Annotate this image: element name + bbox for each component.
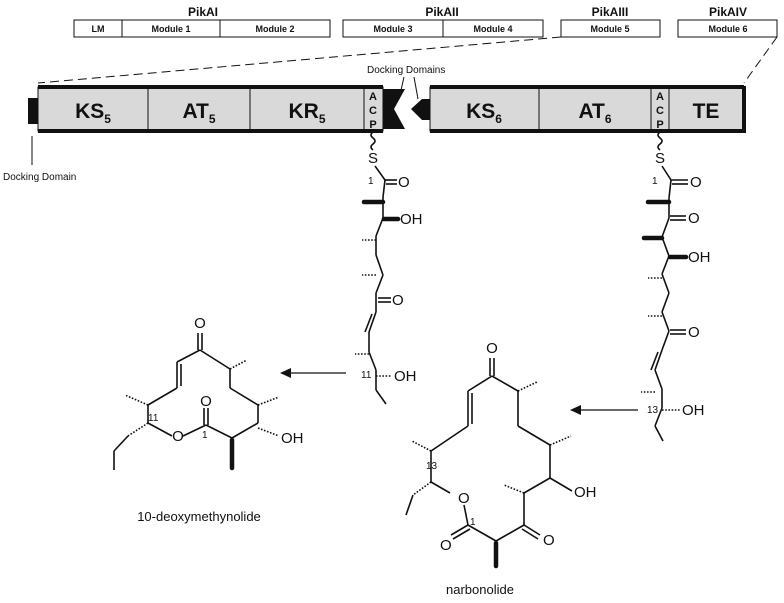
phosphopantetheine-link [370,131,376,151]
carbonyl-oxygen-c1-6: O [690,174,702,191]
docking-domains-label: Docking Domains [367,65,445,76]
gene-cell-module-6: Module 6 [708,24,747,34]
ketone-oxygen-dml: O [194,315,206,332]
svg-text:P: P [656,119,663,131]
domain-acp6: A C P [656,91,664,131]
zoom-line-module-6 [743,36,778,84]
gene-title-pikaii: PikAII [425,5,458,19]
gene-cell-module-1: Module 1 [151,24,190,34]
carbonyl-oxygen-c1: O [398,174,410,191]
gene-cell-module-4: Module 4 [473,24,512,34]
gene-title-pikaiii: PikAIII [592,5,629,19]
ketone-oxygen-m6-b: O [688,324,700,341]
lactone-carbonyl-oxygen-narb: O [440,537,452,554]
svg-text:P: P [369,119,376,131]
domain-te: TE [693,100,720,123]
gene-cell-module-5: Module 5 [590,24,629,34]
svg-text:C: C [369,105,377,117]
ring-oxygen-dml: O [172,428,184,445]
molecule-10-deoxymethynolide: O OH O 1 O 11 10-deoxymethynolide [113,315,304,524]
thioester-sulfur: S [368,150,378,167]
carbon-1-label-narb: 1 [470,517,476,528]
domain-kr5: KR5 [288,100,325,126]
hydroxyl-narb: OH [574,484,597,501]
n-terminal-docking-domain-6 [411,99,432,120]
ketone-oxygen-narb-b: O [543,532,555,549]
carbon-1-label-m6: 1 [652,176,658,187]
gene-cell-module-3: Module 3 [373,24,412,34]
hydroxyl-m5-a: OH [400,211,423,228]
c-terminal-docking-domain-5 [383,89,405,129]
domain-ks5: KS5 [75,100,111,126]
hydroxyl-m6-a: OH [688,249,711,266]
carbon-11-label-dml: 11 [148,413,159,424]
gene-header-pikaii: PikAII Module 3 Module 4 [342,5,544,38]
domain-acp5: A C P [369,91,377,131]
lactone-carbonyl-oxygen-dml: O [200,393,212,410]
product-name-left: 10-deoxymethynolide [137,509,261,524]
module-6-domains: KS6 AT6 A C P TE [411,85,746,133]
carbon-1-label-dml: 1 [202,430,208,441]
product-name-right: narbonolide [446,582,514,597]
ketone-oxygen-narb: O [486,340,498,357]
gene-header-pikaiii: PikAIII Module 5 [560,5,661,38]
gene-header-pikaiv: PikAIV Module 6 [677,5,778,38]
phosphopantetheine-link-6 [657,131,663,151]
ketone-oxygen-m6-a: O [688,210,700,227]
n-terminal-docking-domain [28,98,40,124]
carbon-13-label-m6: 13 [647,405,659,416]
gene-header-pikai: PikAI LM Module 1 Module 2 [73,5,331,38]
gene-cell-lm: LM [92,24,105,34]
domain-ks6: KS6 [466,100,502,126]
domain-at6: AT6 [578,100,611,126]
gene-title-pikaiv: PikAIV [709,5,747,19]
ring-oxygen-narb: O [458,490,470,507]
hydroxyl-m5-b: OH [394,368,417,385]
module-5-domains: KS5 AT5 KR5 A C P [28,85,405,133]
module-6-intermediate: S O 1 O OH O OH 13 [641,131,711,442]
zoom-line-module-5 [37,36,562,84]
docking-domain-label: Docking Domain [3,172,76,183]
molecule-narbonolide: O OH O O 1 O 13 narbonolide [405,340,597,597]
module-5-intermediate: S O 1 OH O OH 11 [355,131,423,405]
svg-text:C: C [656,105,664,117]
domain-at5: AT5 [182,100,215,126]
hydroxyl-m6-b: OH [682,402,705,419]
carbon-1-label-m5: 1 [368,176,374,187]
gene-cell-module-2: Module 2 [255,24,294,34]
thioester-sulfur-6: S [655,150,665,167]
svg-text:A: A [656,91,664,103]
ketone-oxygen-m5: O [392,292,404,309]
hydroxyl-dml: OH [281,430,304,447]
svg-text:A: A [369,91,377,103]
carbon-11-label-m5: 11 [361,370,372,381]
gene-title-pikai: PikAI [188,5,218,19]
